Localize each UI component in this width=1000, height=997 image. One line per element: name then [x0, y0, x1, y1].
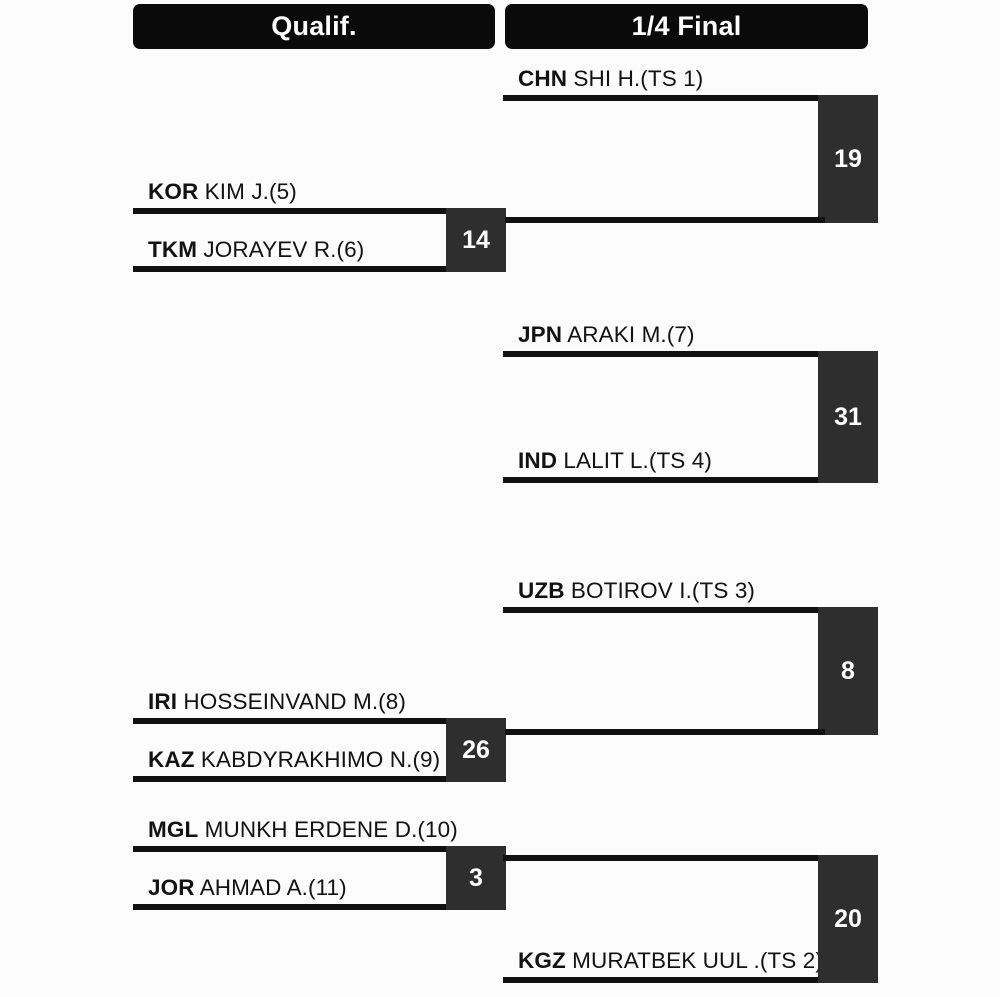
competitor-qualif-1-top: KOR KIM J.(5): [148, 179, 297, 205]
country-code: MGL: [148, 817, 199, 842]
round-header-qualif: Qualif.: [133, 4, 495, 49]
competitor-qualif-2-bottom: KAZ KABDYRAKHIMO N.(9): [148, 747, 440, 773]
match-quarter-1[interactable]: CHN SHI H.(TS 1) 19: [503, 66, 878, 223]
score-box-qualif-1[interactable]: 14: [446, 208, 506, 272]
match-qualif-1[interactable]: KOR KIM J.(5) TKM JORAYEV R.(6) 14: [133, 179, 506, 272]
bracket-rail-bottom: [133, 904, 446, 910]
athlete-name: KABDYRAKHIMO N.(9): [200, 747, 441, 772]
match-quarter-3[interactable]: UZB BOTIROV I.(TS 3) 8: [503, 578, 878, 735]
score-box-quarter-3[interactable]: 8: [818, 607, 878, 735]
athlete-name: ARAKI M.(7): [567, 322, 695, 347]
bracket-rail-top: [133, 718, 446, 724]
country-code: IND: [518, 448, 558, 473]
score-box-qualif-3[interactable]: 3: [446, 846, 506, 910]
country-code: KGZ: [518, 948, 566, 973]
bracket-rail-bottom: [503, 977, 824, 983]
country-code: IRI: [148, 689, 178, 714]
bracket-rail-top: [133, 846, 446, 852]
bracket-rail-top: [503, 351, 824, 357]
score-box-quarter-4[interactable]: 20: [818, 855, 878, 983]
competitor-quarter-4-bottom: KGZ MURATBEK UUL .(TS 2): [518, 948, 823, 974]
connector-qualif-1-to-quarter-1: [505, 217, 825, 223]
competitor-quarter-1-top: CHN SHI H.(TS 1): [518, 66, 703, 92]
score-box-qualif-2[interactable]: 26: [446, 718, 506, 782]
match-quarter-4[interactable]: KGZ MURATBEK UUL .(TS 2) 20: [503, 855, 878, 983]
athlete-name: MUNKH ERDENE D.(10): [204, 817, 458, 842]
match-qualif-3[interactable]: MGL MUNKH ERDENE D.(10) JOR AHMAD A.(11)…: [133, 817, 506, 910]
bracket-rail-bottom: [503, 477, 824, 483]
bracket-rail-top: [503, 855, 824, 861]
country-code: CHN: [518, 66, 568, 91]
country-code: KOR: [148, 179, 199, 204]
competitor-quarter-2-top: JPN ARAKI M.(7): [518, 322, 695, 348]
athlete-name: KIM J.(5): [204, 179, 297, 204]
bracket-rail-bottom: [133, 776, 446, 782]
competitor-qualif-3-bottom: JOR AHMAD A.(11): [148, 875, 347, 901]
competitor-qualif-2-top: IRI HOSSEINVAND M.(8): [148, 689, 406, 715]
country-code: KAZ: [148, 747, 195, 772]
bracket-rail-bottom: [133, 266, 446, 272]
country-code: UZB: [518, 578, 565, 603]
score-box-quarter-2[interactable]: 31: [818, 351, 878, 483]
competitor-qualif-1-bottom: TKM JORAYEV R.(6): [148, 237, 364, 263]
score-box-quarter-1[interactable]: 19: [818, 95, 878, 223]
round-header-quarter-final: 1/4 Final: [505, 4, 868, 49]
country-code: JPN: [518, 322, 563, 347]
athlete-name: BOTIROV I.(TS 3): [570, 578, 756, 603]
country-code: TKM: [148, 237, 198, 262]
bracket-rail-top: [133, 208, 446, 214]
competitor-quarter-2-bottom: IND LALIT L.(TS 4): [518, 448, 712, 474]
match-quarter-2[interactable]: JPN ARAKI M.(7) IND LALIT L.(TS 4) 31: [503, 322, 878, 483]
athlete-name: JORAYEV R.(6): [203, 237, 365, 262]
athlete-name: SHI H.(TS 1): [573, 66, 704, 91]
competitor-quarter-3-top: UZB BOTIROV I.(TS 3): [518, 578, 755, 604]
athlete-name: LALIT L.(TS 4): [563, 448, 712, 473]
bracket-rail-top: [503, 607, 824, 613]
connector-qualif-2-to-quarter-3: [505, 729, 825, 735]
athlete-name: HOSSEINVAND M.(8): [183, 689, 406, 714]
athlete-name: AHMAD A.(11): [199, 875, 347, 900]
match-qualif-2[interactable]: IRI HOSSEINVAND M.(8) KAZ KABDYRAKHIMO N…: [133, 689, 506, 782]
athlete-name: MURATBEK UUL .(TS 2): [572, 948, 823, 973]
competitor-qualif-3-top: MGL MUNKH ERDENE D.(10): [148, 817, 458, 843]
country-code: JOR: [148, 875, 195, 900]
bracket-rail-top: [503, 95, 824, 101]
